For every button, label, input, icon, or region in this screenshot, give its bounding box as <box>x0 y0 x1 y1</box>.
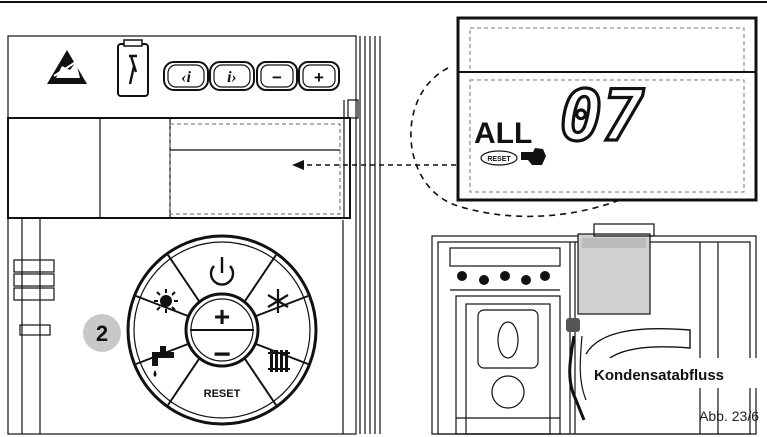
minus-symbol: − <box>213 338 231 371</box>
step-badge: 2 <box>83 314 121 352</box>
magnify-arc <box>410 67 621 218</box>
esd-warning-icon <box>47 50 87 84</box>
radiator-icon <box>268 350 290 372</box>
service-wrench-icon <box>117 39 149 97</box>
display-reset-text: RESET <box>487 156 511 163</box>
alarm-prefix: ALL <box>474 117 532 150</box>
minus-button[interactable]: − <box>213 338 231 371</box>
top-key-row: ‹i i› − + <box>163 61 340 91</box>
figure-number: Abb. 23/6 <box>699 408 759 424</box>
plus-symbol: + <box>214 301 230 332</box>
tap-water-icon <box>152 346 174 377</box>
key-plus-label: + <box>314 68 324 87</box>
panel-outline <box>7 35 357 435</box>
snowflake-icon <box>267 289 289 313</box>
display-bar <box>7 99 359 219</box>
reset-button-label: RESET <box>204 388 241 400</box>
snowflake-button[interactable] <box>267 289 289 313</box>
control-dial: + − <box>126 234 318 426</box>
display-callout: ALL 07 RESET <box>456 16 758 202</box>
reset-button[interactable]: RESET <box>204 388 241 400</box>
step-badge-number: 2 <box>96 321 108 346</box>
hand-pointer-icon <box>521 148 546 165</box>
key-info-right[interactable]: i› <box>209 61 255 91</box>
display-reset-symbol: RESET <box>480 150 518 166</box>
condensate-label: Kondensatabfluss <box>594 367 724 384</box>
sun-icon <box>154 289 178 313</box>
boiler-interior <box>431 223 757 435</box>
plus-button[interactable]: + <box>214 301 230 332</box>
key-info-right-label: i› <box>227 69 237 86</box>
left-posts <box>13 218 55 434</box>
condensate-label-bg <box>588 358 764 388</box>
panel-rails <box>342 36 381 434</box>
power-button[interactable] <box>209 257 235 286</box>
zoom-arrow <box>292 160 458 170</box>
key-info-left[interactable]: ‹i <box>163 61 209 91</box>
display-window <box>169 123 341 215</box>
key-minus-label: − <box>272 68 282 87</box>
key-minus[interactable]: − <box>256 61 298 91</box>
radiator-button[interactable] <box>268 350 290 372</box>
tap-water-button[interactable] <box>152 346 174 377</box>
alarm-code: 07 <box>560 75 644 157</box>
key-plus[interactable]: + <box>298 61 340 91</box>
key-info-left-label: ‹i <box>181 69 191 86</box>
sun-button[interactable] <box>154 289 178 313</box>
control-panel: ‹i i› − + <box>7 35 381 435</box>
